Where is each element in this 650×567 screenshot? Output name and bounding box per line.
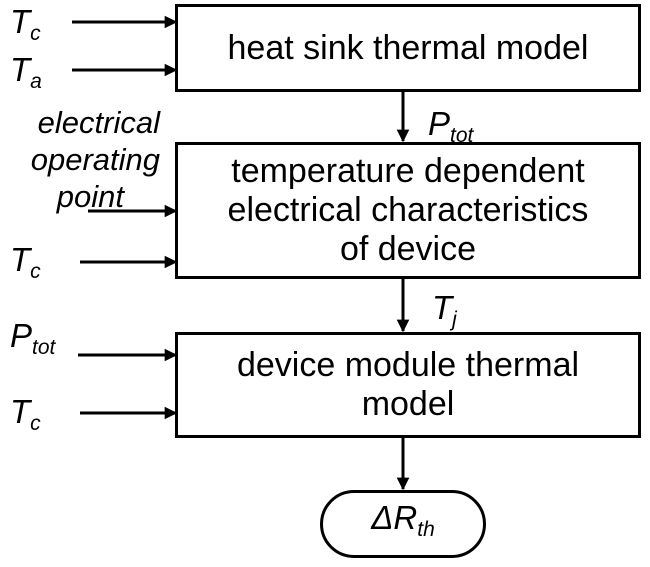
- temp-block-line-2: electrical characteristics: [227, 191, 589, 229]
- input-ptot: Ptot: [10, 317, 56, 360]
- temp-block-line-1: temperature dependent: [231, 152, 585, 190]
- input-electrical-operating-point: electrical operating point: [30, 105, 160, 214]
- input-tc-2: Tc: [10, 241, 41, 284]
- device-module-thermal-model-block: device module thermal model: [175, 332, 641, 438]
- temp-block-line-3: of device: [339, 230, 477, 268]
- device-block-line-2: model: [361, 385, 455, 423]
- heat-sink-thermal-model-block: heat sink thermal model: [175, 4, 641, 92]
- link-tj: Tj: [432, 289, 457, 332]
- input-tc-1: Tc: [10, 3, 41, 46]
- device-block-line-1: device module thermal: [236, 346, 580, 384]
- temperature-dependent-characteristics-block: temperature dependent electrical charact…: [175, 142, 641, 279]
- input-tc-3: Tc: [10, 393, 41, 436]
- heat-sink-block-label: heat sink thermal model: [227, 28, 589, 67]
- delta-rth-output: ΔRth: [320, 490, 486, 558]
- link-ptot: Ptot: [428, 105, 474, 148]
- delta-rth-label: ΔRth: [371, 499, 435, 542]
- input-ta: Ta: [10, 51, 42, 94]
